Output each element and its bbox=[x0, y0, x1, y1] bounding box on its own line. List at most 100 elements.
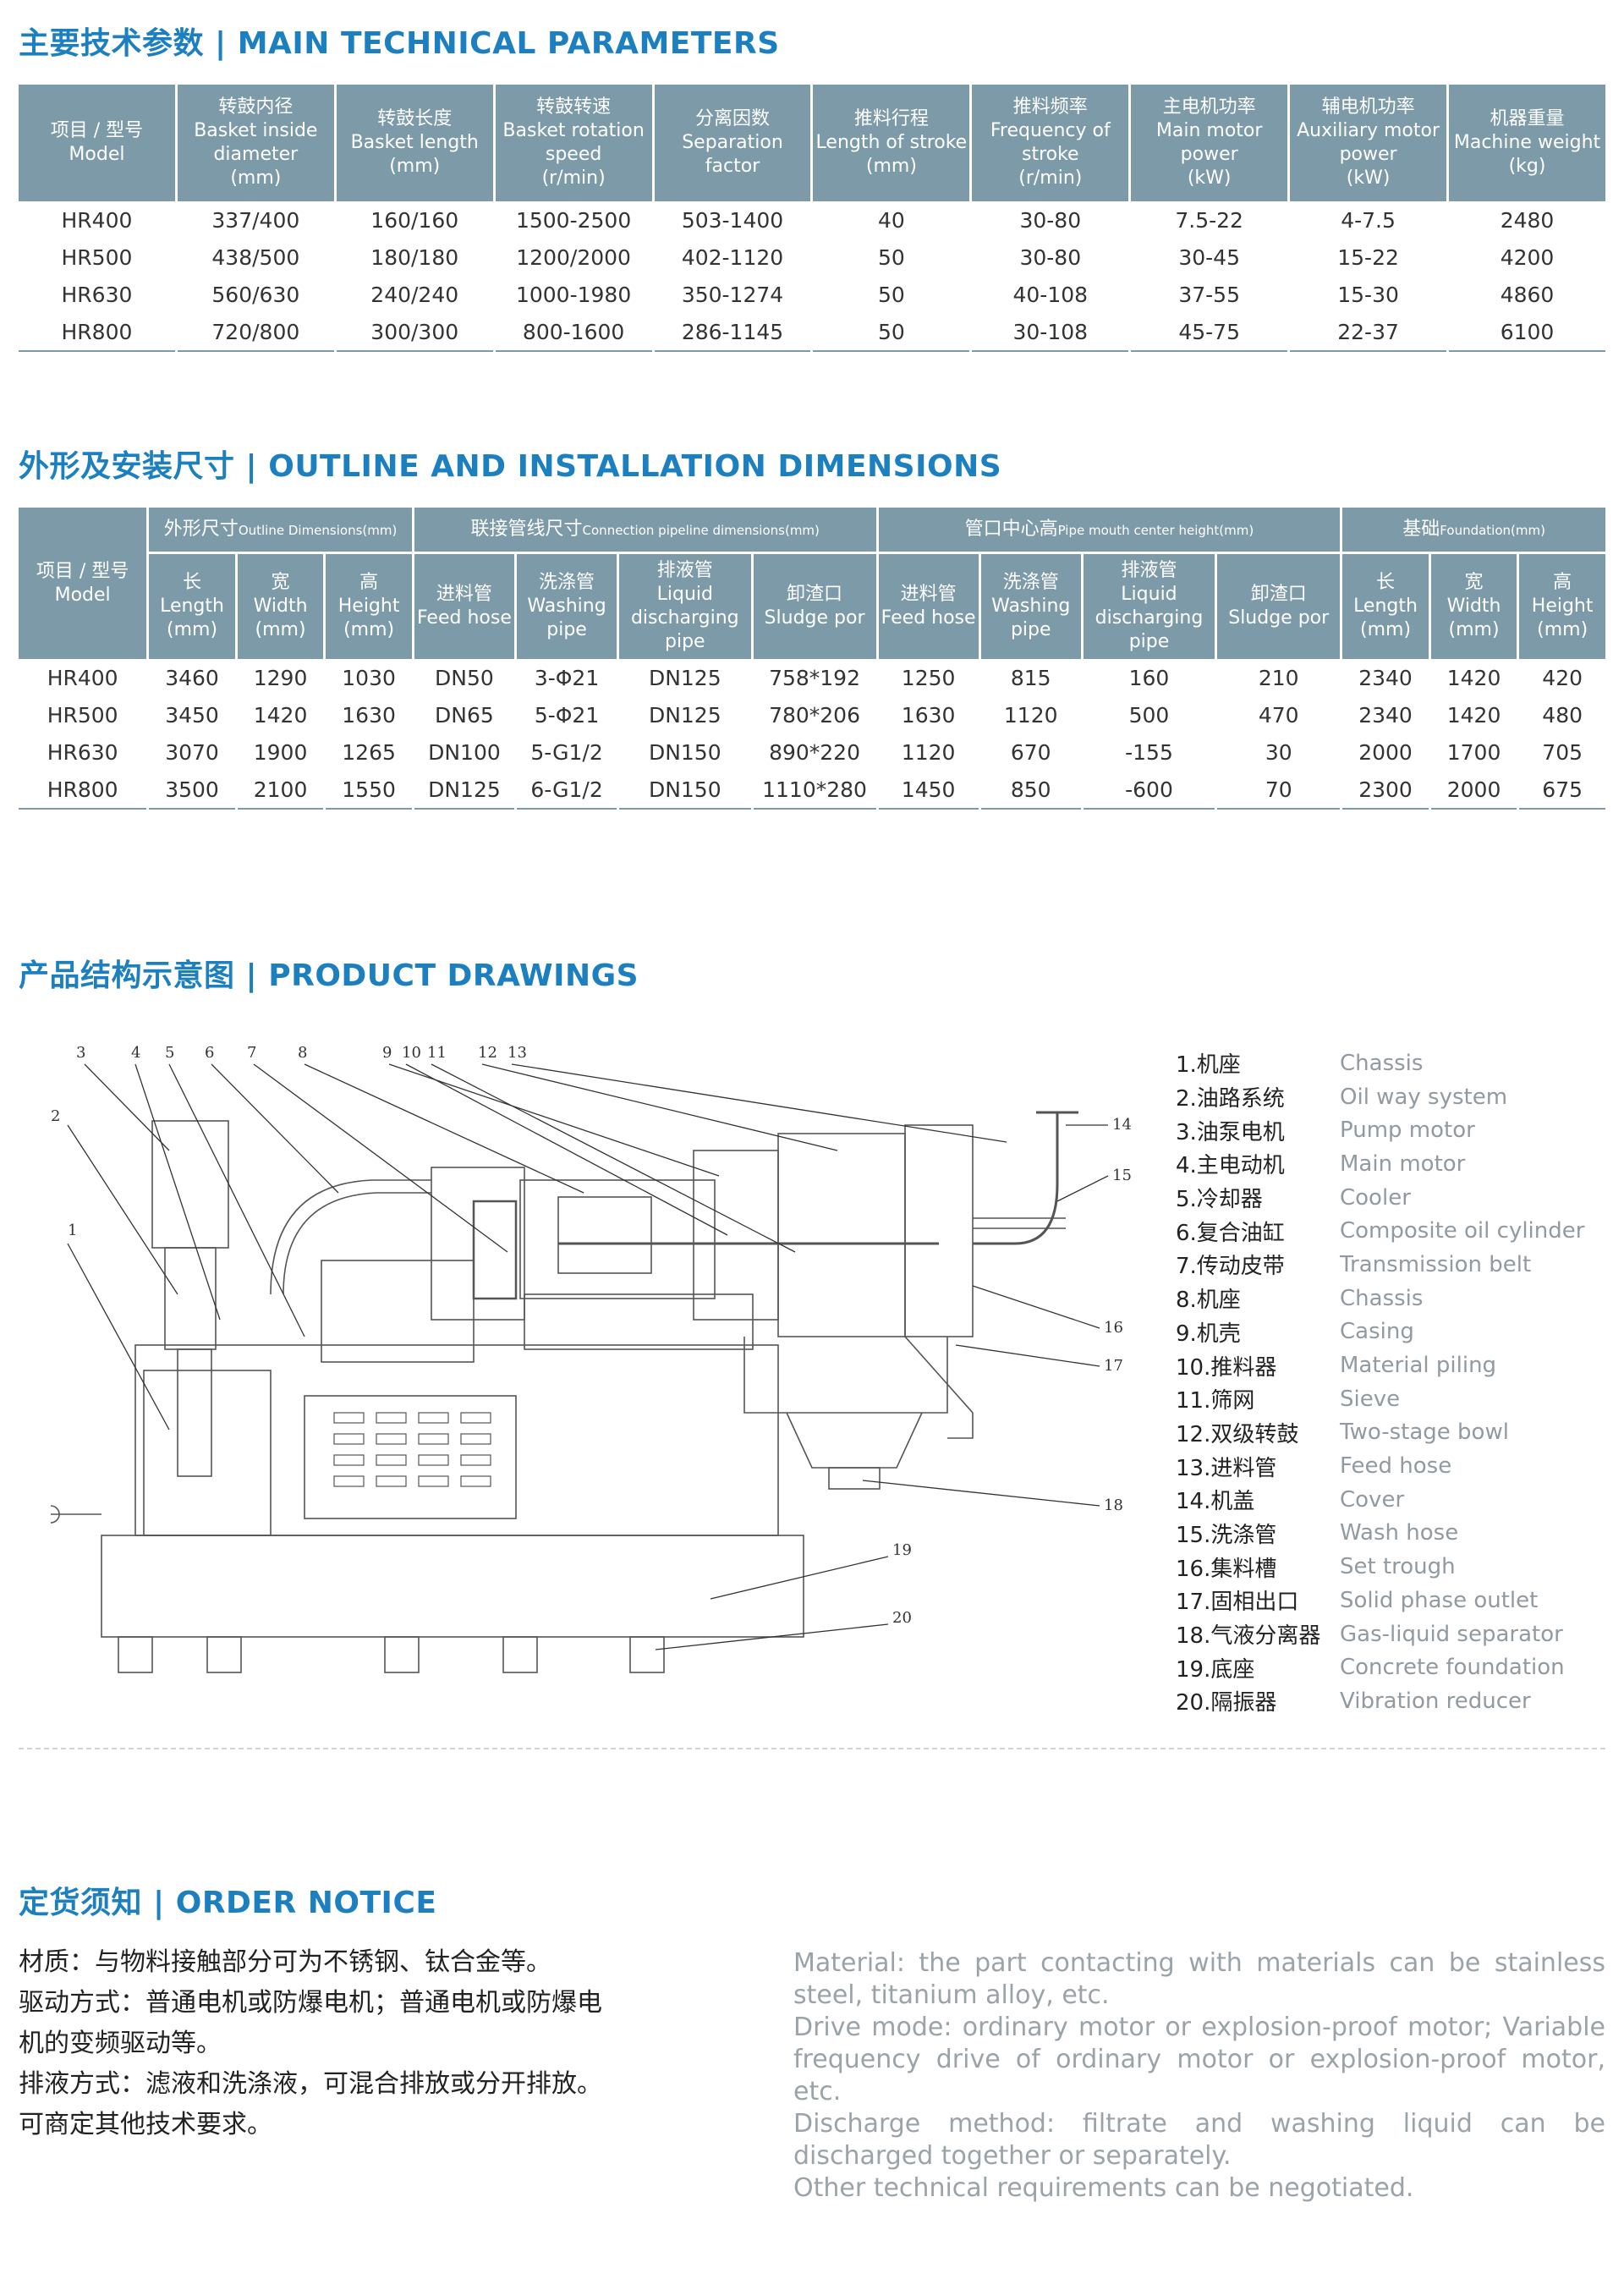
table-cell: 1630 bbox=[901, 702, 956, 728]
table-cell: 705 bbox=[1542, 739, 1583, 765]
notice-paragraph-en: Drive mode: ordinary motor or explosion-… bbox=[793, 2013, 1605, 2106]
table-cell: 890*220 bbox=[769, 739, 860, 765]
legend-label-zh: 2.油路系统 bbox=[1176, 1086, 1285, 1112]
outline-group-en: Connection pipeline dimensions(mm) bbox=[582, 522, 820, 538]
param-header-en: Model bbox=[69, 144, 125, 165]
legend-label-zh: 3.油泵电机 bbox=[1176, 1119, 1285, 1145]
outline-subheader-zh: 排液管 bbox=[1121, 560, 1177, 581]
notice-paragraph-en: Discharge method: filtrate and washing l… bbox=[793, 2109, 1605, 2171]
callout-number: 14 bbox=[1112, 1116, 1132, 1134]
param-header-unit: (mm) bbox=[865, 156, 917, 177]
table-cell: HR500 bbox=[47, 702, 118, 728]
table-cell: 1420 bbox=[1446, 665, 1501, 690]
outline-subheader-zh: 高 bbox=[1553, 572, 1572, 593]
param-header-unit: (r/min) bbox=[541, 167, 606, 189]
table-cell: 6100 bbox=[1449, 313, 1605, 352]
table-cell: 180/180 bbox=[370, 244, 459, 270]
chassis bbox=[134, 1344, 779, 1536]
callout-number: 6 bbox=[205, 1044, 214, 1062]
callout-number: 11 bbox=[427, 1044, 447, 1062]
callout-number: 8 bbox=[298, 1044, 307, 1062]
table-cell: 1450 bbox=[878, 771, 979, 810]
table-cell: 160/160 bbox=[370, 207, 459, 233]
table-cell: 40-108 bbox=[1012, 282, 1089, 307]
table-cell: 30 bbox=[1265, 739, 1292, 765]
notice-line-zh: 排液方式：滤液和洗涤液，可混合排放或分开排放。 bbox=[19, 2069, 602, 2099]
notice-line-zh: 机的变频驱动等。 bbox=[19, 2029, 222, 2058]
callout-number: 13 bbox=[508, 1044, 527, 1062]
table-cell: 337/400 bbox=[211, 207, 300, 233]
outline-group-en: Pipe mouth center height(mm) bbox=[1057, 522, 1254, 538]
table-cell: 1000-1980 bbox=[515, 282, 632, 307]
outline-subheader-en: Height bbox=[337, 596, 400, 617]
outline-subheader-unit: (mm) bbox=[343, 619, 395, 640]
legend-label-en: Two-stage bowl bbox=[1340, 1420, 1509, 1446]
table-cell: 15-22 bbox=[1337, 244, 1399, 270]
table-cell: 2000 bbox=[1358, 739, 1413, 765]
param-header-zh: 主电机功率 bbox=[1162, 96, 1256, 118]
legend-label-zh: 17.固相出口 bbox=[1176, 1590, 1299, 1616]
table-cell: 30-45 bbox=[1178, 244, 1240, 270]
feed-hose bbox=[973, 1112, 1059, 1245]
param-header-zh: 转鼓内径 bbox=[218, 96, 294, 118]
table-cell: 22-37 bbox=[1290, 313, 1447, 352]
outline-group-header: 基础Foundation(mm) bbox=[1342, 508, 1605, 554]
table-cell: DN125 bbox=[648, 702, 721, 728]
table-cell: 3-Φ21 bbox=[534, 665, 600, 690]
callout-number: 7 bbox=[247, 1044, 256, 1062]
notice-paragraph-en: Material: the part contacting with mater… bbox=[793, 1948, 1605, 2010]
outline-subheader-unit: (mm) bbox=[255, 619, 306, 640]
table-cell: 420 bbox=[1542, 665, 1583, 690]
table-cell: 30-80 bbox=[1019, 207, 1082, 233]
callout-number: 1 bbox=[68, 1222, 77, 1239]
legend-item: 2.油路系统 Oil way system bbox=[1176, 1080, 1616, 1114]
outline-subheader-en: Length bbox=[1353, 596, 1418, 617]
outline-subheader-en: Width bbox=[1446, 596, 1501, 617]
legend-label-zh: 4.主电动机 bbox=[1176, 1153, 1285, 1179]
callout-number: 16 bbox=[1104, 1319, 1123, 1337]
callout-number: 15 bbox=[1112, 1167, 1132, 1184]
param-header-en: Machine weight bbox=[1453, 132, 1601, 153]
param-header-en: Basket rotation speed bbox=[502, 120, 645, 165]
table-cell: 70 bbox=[1217, 771, 1341, 810]
vibration-reducer-foot bbox=[118, 1636, 153, 1673]
outline-subheader-zh: 宽 bbox=[271, 572, 290, 593]
param-header-unit: (kW) bbox=[1346, 167, 1391, 189]
legend-label-en: Oil way system bbox=[1340, 1084, 1508, 1110]
param-header-unit: (kW) bbox=[1187, 167, 1232, 189]
table-cell: 2480 bbox=[1500, 207, 1555, 233]
foundation-base bbox=[101, 1535, 804, 1638]
transmission-belt bbox=[472, 1200, 518, 1300]
outline-subheader-zh: 卸渣口 bbox=[787, 584, 843, 605]
table-cell: 1420 bbox=[253, 702, 308, 728]
outline-subheader-en: Feed hose bbox=[881, 607, 976, 629]
outline-subheader-zh: 长 bbox=[183, 572, 202, 593]
outline-subheader-en: Feed hose bbox=[416, 607, 512, 629]
param-header-zh: 推料频率 bbox=[1012, 96, 1088, 118]
legend-label-en: Wash hose bbox=[1340, 1520, 1459, 1546]
callout-number: 3 bbox=[76, 1044, 85, 1062]
legend-label-zh: 6.复合油缸 bbox=[1176, 1220, 1285, 1246]
callout-number: 17 bbox=[1104, 1357, 1123, 1375]
outline-subheader-unit: (mm) bbox=[1448, 619, 1500, 640]
callout-number: 9 bbox=[382, 1044, 392, 1062]
